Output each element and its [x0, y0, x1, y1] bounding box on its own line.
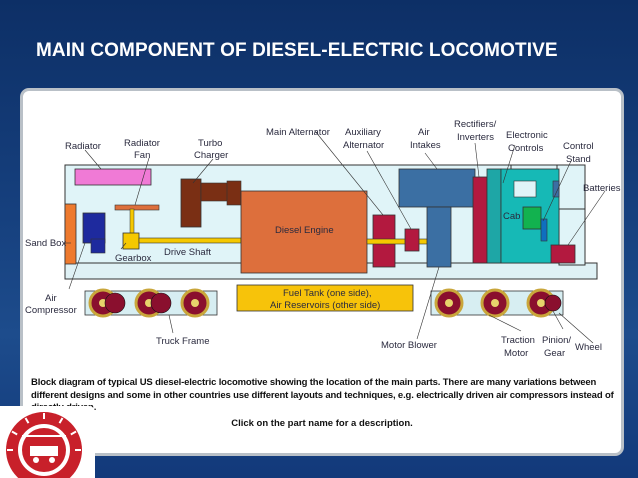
air-compressor-base	[90, 238, 106, 254]
leader-lines	[65, 130, 606, 344]
label-fuel-tank[interactable]: Fuel Tank (one side),	[283, 288, 372, 299]
gearbox[interactable]	[122, 232, 140, 250]
cab-window	[513, 180, 537, 198]
turbo-charger-body	[200, 182, 230, 202]
traction-motor[interactable]	[150, 292, 172, 314]
auxiliary-alternator[interactable]	[404, 228, 420, 252]
label-air-compressor[interactable]: Air	[45, 293, 57, 304]
air-compressor[interactable]	[82, 212, 106, 244]
motor-blower[interactable]	[426, 206, 452, 268]
label-fuel-tank[interactable]: Air Reservoirs (other side)	[270, 300, 380, 311]
electronic-controls[interactable]	[522, 206, 542, 230]
label-cab[interactable]: Cab	[503, 211, 520, 222]
label-wheel[interactable]: Wheel	[575, 342, 602, 353]
label-main-alternator[interactable]: Main Alternator	[266, 127, 330, 138]
label-sand-box[interactable]: Sand Box	[25, 238, 66, 249]
label-radiator[interactable]: Radiator	[65, 141, 101, 152]
label-traction-motor[interactable]: Motor	[504, 348, 528, 359]
label-diesel-engine[interactable]: Diesel Engine	[275, 225, 334, 236]
click-instruction: Click on the part name for a description…	[231, 418, 413, 429]
control-stand[interactable]	[540, 218, 548, 242]
label-air-intakes[interactable]: Air	[418, 127, 430, 138]
diagram-caption: Block diagram of typical US diesel-elect…	[31, 377, 614, 413]
wheel[interactable]	[180, 288, 210, 318]
radiator[interactable]	[74, 168, 152, 186]
traction-motor[interactable]	[104, 292, 126, 314]
rectifiers-cover	[486, 168, 502, 264]
turbo-charger[interactable]	[180, 178, 202, 228]
radiator-fan[interactable]	[114, 204, 160, 211]
label-batteries[interactable]: Batteries	[583, 183, 621, 194]
logo-emblem	[6, 412, 82, 478]
generator-shaft	[366, 238, 432, 245]
rectifiers-inverters[interactable]	[472, 176, 488, 264]
label-pinion-gear[interactable]: Pinion/	[542, 335, 571, 346]
label-turbo-charger[interactable]: Turbo	[198, 138, 222, 149]
drive-shaft[interactable]	[138, 237, 242, 244]
label-air-compressor[interactable]: Compressor	[25, 305, 77, 316]
indian-railways-logo	[0, 406, 95, 478]
label-electronic-controls[interactable]: Electronic	[506, 130, 548, 141]
label-turbo-charger[interactable]: Charger	[194, 150, 228, 161]
label-truck-frame[interactable]: Truck Frame	[156, 336, 209, 347]
label-drive-shaft[interactable]: Drive Shaft	[164, 247, 211, 258]
label-control-stand[interactable]: Stand	[566, 154, 591, 165]
diesel-engine[interactable]	[240, 190, 368, 274]
label-gearbox[interactable]: Gearbox	[115, 253, 152, 264]
label-traction-motor[interactable]: Traction	[501, 335, 535, 346]
sand-box[interactable]	[64, 203, 77, 265]
air-intakes[interactable]	[398, 168, 476, 208]
label-rectifiers-inverters[interactable]: Rectifiers/	[454, 119, 497, 130]
label-radiator-fan[interactable]: Radiator	[124, 138, 160, 149]
slide-title: MAIN COMPONENT OF DIESEL-ELECTRIC LOCOMO…	[36, 40, 558, 61]
label-control-stand[interactable]: Control	[563, 141, 594, 152]
wheel[interactable]	[480, 288, 510, 318]
locomotive-diagram: Radiator Radiator Fan Turbo Charger Main…	[25, 119, 621, 359]
pinion-gear[interactable]	[544, 294, 562, 312]
wheel[interactable]	[434, 288, 464, 318]
label-air-intakes[interactable]: Intakes	[410, 140, 441, 151]
fuel-tank[interactable]	[236, 284, 414, 312]
label-motor-blower[interactable]: Motor Blower	[381, 340, 437, 351]
label-auxiliary-alternator[interactable]: Alternator	[343, 140, 384, 151]
label-pinion-gear[interactable]: Gear	[544, 348, 565, 359]
label-auxiliary-alternator[interactable]: Auxiliary	[345, 127, 381, 138]
turbo-charger-outlet	[226, 180, 242, 206]
label-rectifiers-inverters[interactable]: Inverters	[457, 132, 494, 143]
label-radiator-fan[interactable]: Fan	[134, 150, 150, 161]
cab-window-small	[552, 180, 560, 198]
batteries[interactable]	[550, 244, 576, 264]
label-electronic-controls[interactable]: Controls	[508, 143, 544, 154]
diagram-panel: Radiator Radiator Fan Turbo Charger Main…	[20, 88, 624, 456]
